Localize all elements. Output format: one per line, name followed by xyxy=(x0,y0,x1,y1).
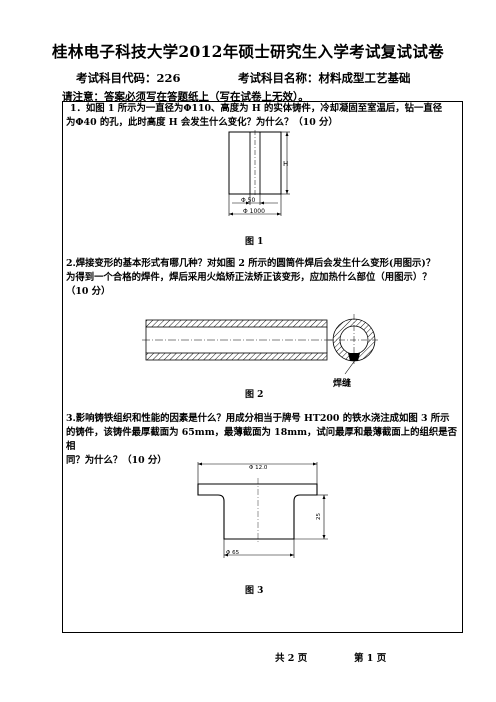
figure-2-caption: 图 2 xyxy=(245,390,264,400)
figure-1-inner-dim: Φ 50 xyxy=(241,197,255,204)
question-1: 1．如图 1 所示为一直径为Φ110、高度为 H 的实体铸件，冷却凝固至室温后，… xyxy=(66,102,460,130)
figure-1-drawing: H Φ 50 Φ 1000 xyxy=(228,130,290,216)
figure-2-weld-label: 焊缝 xyxy=(333,379,352,389)
figure-3-caption: 图 3 xyxy=(245,586,264,596)
figure-3-right-dim: 25 xyxy=(316,513,322,520)
question-1-line-1: 1．如图 1 所示为一直径为Φ110、高度为 H 的实体铸件，冷却凝固至室温后，… xyxy=(70,103,443,114)
figure-1-caption: 图 1 xyxy=(245,237,264,247)
question-frame xyxy=(62,101,463,633)
question-2-line-1: 2.焊接变形的基本形式有哪几种？对如图 2 所示的圆筒件焊后会发生什么变形(用图… xyxy=(66,258,436,269)
question-3-line-3: 同？为什么？（10 分） xyxy=(66,455,167,466)
footer-total-pages: 共 2 页 xyxy=(275,653,308,664)
subject-name: 考试科目名称：材料成型工艺基础 xyxy=(238,71,411,85)
answer-notice: 请注意：答案必须写在答题纸上（写在试卷上无效）。 xyxy=(62,91,309,103)
subject-code: 考试科目代码：226 xyxy=(76,71,181,85)
question-2-line-2: 为得到一个合格的焊件，焊后采用火焰矫正法矫正该变形，应加热什么部位（用图示）？ xyxy=(66,272,432,283)
question-2-line-3: （10 分） xyxy=(66,286,111,297)
footer-page-number: 第 1 页 xyxy=(354,653,387,664)
figure-1-height-label: H xyxy=(283,160,288,168)
figure-1-outer-dim: Φ 1000 xyxy=(243,208,265,215)
figure-2-drawing xyxy=(142,314,380,375)
figure-3-bottom-dim: Φ 65 xyxy=(226,550,240,556)
figure-3-drawing: Φ 12.0 Φ 65 25 xyxy=(197,462,328,558)
question-1-line-2: 为Φ40 的孔，此时高度 H 会发生什么变化？为什么？（10 分） xyxy=(66,117,338,128)
figure-3-top-dim: Φ 12.0 xyxy=(249,465,268,471)
question-3-line-2: 的铸件，该铸件最厚截面为 65mm，最薄截面为 18mm，试问最厚和最薄截面上的… xyxy=(66,427,458,452)
question-3: 3.影响铸铁组织和性能的因素是什么？用成分相当于牌号 HT200 的铁水浇注成如… xyxy=(66,412,460,468)
exam-title: 桂林电子科技大学2012年硕士研究生入学考试复试试卷 xyxy=(52,42,444,61)
question-3-line-1: 3.影响铸铁组织和性能的因素是什么？用成分相当于牌号 HT200 的铁水浇注成如… xyxy=(66,413,450,424)
question-2: 2.焊接变形的基本形式有哪几种？对如图 2 所示的圆筒件焊后会发生什么变形(用图… xyxy=(66,257,460,299)
